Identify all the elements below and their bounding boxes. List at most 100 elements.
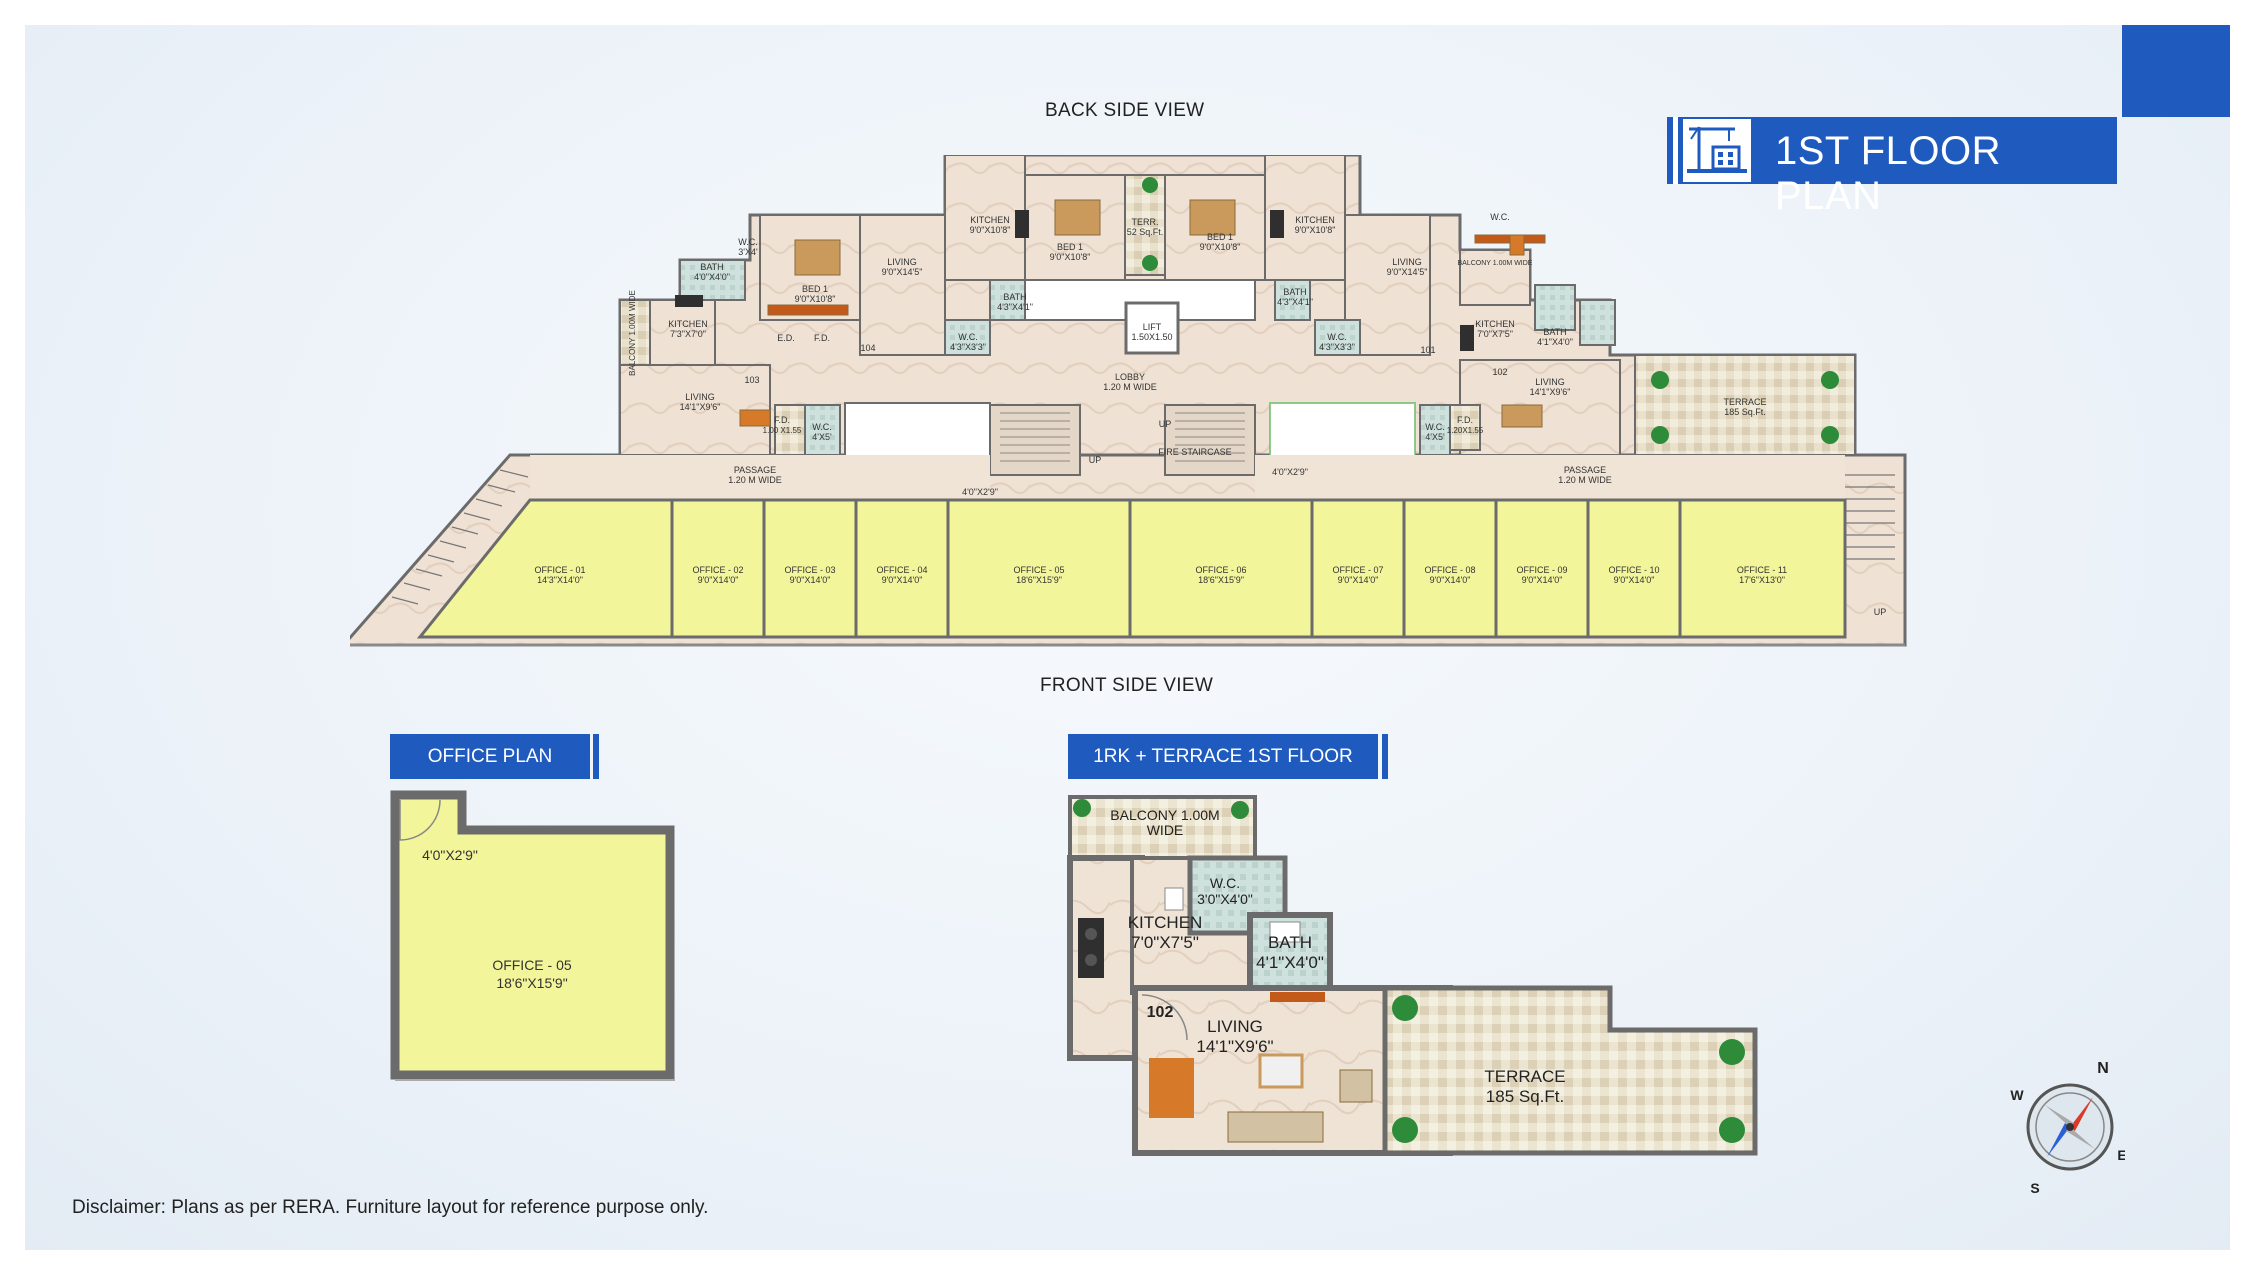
- fd-label: F.D.: [774, 415, 790, 425]
- floor-plan: OFFICE - 01 14'3"X14'0" OFFICE - 02 9'0"…: [346, 153, 1910, 660]
- office-04-label: OFFICE - 04: [876, 565, 927, 575]
- living-size: 9'0"X14'5": [882, 267, 923, 277]
- back-side-heading: BACK SIDE VIEW: [1045, 100, 1205, 121]
- terr-label: TERR.: [1132, 217, 1159, 227]
- wc-size-4: 4'X5': [812, 432, 832, 442]
- compass-west: W: [2010, 1087, 2024, 1103]
- stair-up-label-3: UP: [1874, 607, 1887, 617]
- compass-north: N: [2097, 1060, 2109, 1077]
- wc-size-5: 4'X5': [1425, 432, 1445, 442]
- office-07-label: OFFICE - 07: [1332, 565, 1383, 575]
- passage-left-label: PASSAGE: [734, 465, 776, 475]
- compass-icon: N S E W: [2005, 1055, 2126, 1200]
- front-side-heading: FRONT SIDE VIEW: [1040, 675, 1214, 696]
- office-05-size: 18'6"X15'9": [1016, 575, 1062, 585]
- living-label: LIVING: [887, 257, 917, 267]
- office-plan-room: OFFICE - 05: [492, 957, 572, 973]
- rk-kitchen-size: 7'0"X7'5": [1131, 933, 1199, 952]
- office-09-label: OFFICE - 09: [1516, 565, 1567, 575]
- kitchen-size: 9'0"X10'8": [970, 225, 1011, 235]
- unit-102-label: 102: [1492, 367, 1507, 377]
- rk-plan-drawing: BALCONY 1.00M WIDE KITCHEN 7'0"X7'5" W.C…: [1060, 790, 1760, 1165]
- fd-label-2: F.D.: [1457, 415, 1473, 425]
- balcony-label-2: BALCONY 1.00M WIDE: [1458, 260, 1533, 267]
- fd-door-label: F.D.: [814, 333, 830, 343]
- unit-104-label: 104: [860, 343, 875, 353]
- living-size-2: 9'0"X14'5": [1387, 267, 1428, 277]
- compass-east: E: [2117, 1147, 2125, 1163]
- office-08-size: 9'0"X14'0": [1430, 575, 1471, 585]
- kitchen-size-3: 7'3"X7'0": [670, 329, 706, 339]
- living-label-4: LIVING: [1535, 377, 1565, 387]
- page-title: 1ST FLOOR PLAN: [1775, 129, 2002, 218]
- wc-label-4: W.C.: [812, 422, 832, 432]
- terrace-size: 185 Sq.Ft.: [1724, 407, 1766, 417]
- kitchen-label-2: KITCHEN: [1295, 215, 1335, 225]
- lift-label: LIFT: [1143, 322, 1162, 332]
- wc-size-3: 4'3"X3'3": [1319, 342, 1355, 352]
- unit-103-label: 103: [744, 375, 759, 385]
- door-size-label-2: 4'0"X2'9": [1272, 467, 1308, 477]
- office-09-size: 9'0"X14'0": [1522, 575, 1563, 585]
- rk-balcony-wide: WIDE: [1147, 822, 1184, 838]
- rk-living-label: LIVING: [1207, 1017, 1263, 1036]
- bath-label-4: BATH: [1543, 327, 1566, 337]
- bath-size-2: 4'3"X4'1": [997, 302, 1033, 312]
- wc-label-5: W.C.: [1425, 422, 1445, 432]
- terr-size: 52 Sq.Ft.: [1127, 227, 1164, 237]
- bath-label-3: BATH: [1283, 287, 1306, 297]
- rk-living-size: 14'1"X9'6": [1196, 1037, 1273, 1056]
- rk-unit-label: 102: [1147, 1004, 1174, 1021]
- office-10-label: OFFICE - 10: [1608, 565, 1659, 575]
- rk-bath-size: 4'1"X4'0": [1256, 953, 1324, 972]
- living-label-3: LIVING: [685, 392, 715, 402]
- corner-accent: [2122, 25, 2230, 117]
- office-05-label: OFFICE - 05: [1013, 565, 1064, 575]
- building-crane-icon: [1683, 119, 1751, 182]
- living-size-3: 14'1"X9'6": [680, 402, 721, 412]
- bath-size: 4'0"X4'0": [694, 272, 730, 282]
- wc-size: 3'X4': [738, 247, 758, 257]
- stair-up-label: UP: [1089, 455, 1102, 465]
- office-10-size: 9'0"X14'0": [1614, 575, 1655, 585]
- office-11-size: 17'6"X13'0": [1739, 575, 1785, 585]
- bed-label-3: BED 1: [802, 284, 828, 294]
- living-label-2: LIVING: [1392, 257, 1422, 267]
- office-06-size: 18'6"X15'9": [1198, 575, 1244, 585]
- balcony-label: BALCONY 1.00M WIDE: [628, 290, 637, 376]
- stair-up-label-2: UP: [1159, 419, 1172, 429]
- rk-plan-label: 1RK + TERRACE 1ST FLOOR: [1068, 734, 1378, 779]
- rk-terrace-size: 185 Sq.Ft.: [1486, 1087, 1564, 1106]
- office-plan-size: 18'6"X15'9": [496, 975, 567, 991]
- office-03-label: OFFICE - 03: [784, 565, 835, 575]
- bed-size-3: 9'0"X10'8": [795, 294, 836, 304]
- office-door-size: 4'0"X2'9": [422, 847, 478, 863]
- bed-size: 9'0"X10'8": [1050, 252, 1091, 262]
- ed-label: E.D.: [777, 333, 795, 343]
- bath-size-4: 4'1"X4'0": [1537, 337, 1573, 347]
- wc-label-2: W.C.: [958, 332, 978, 342]
- terrace-label: TERRACE: [1723, 397, 1766, 407]
- office-02-size: 9'0"X14'0": [698, 575, 739, 585]
- passage-right-size: 1.20 M WIDE: [1558, 475, 1612, 485]
- fire-staircase-label: FIRE STAIRCASE: [1158, 447, 1231, 457]
- kitchen-size-4: 7'0"X7'5": [1477, 329, 1513, 339]
- wc-label: W.C.: [738, 237, 758, 247]
- wc-label-6: W.C.: [1490, 212, 1510, 222]
- office-01-size: 14'3"X14'0": [537, 575, 583, 585]
- rk-wc-size: 3'0"X4'0": [1197, 891, 1253, 907]
- office-11-label: OFFICE - 11: [1737, 565, 1787, 575]
- bath-label-2: BATH: [1003, 292, 1026, 302]
- door-size-label: 4'0"X2'9": [962, 487, 998, 497]
- compass-south: S: [2030, 1180, 2039, 1195]
- kitchen-label-4: KITCHEN: [1475, 319, 1515, 329]
- bath-label: BATH: [700, 262, 723, 272]
- fd-size: 1.00 X1.55: [763, 426, 802, 435]
- floor-plan-drawing: OFFICE - 01 14'3"X14'0" OFFICE - 02 9'0"…: [346, 153, 1907, 647]
- office-07-size: 9'0"X14'0": [1338, 575, 1379, 585]
- office-02-label: OFFICE - 02: [692, 565, 743, 575]
- unit-101-label: 101: [1420, 345, 1435, 355]
- bath-size-3: 4'3"X4'1": [1277, 297, 1313, 307]
- lobby-size: 1.20 M WIDE: [1103, 382, 1157, 392]
